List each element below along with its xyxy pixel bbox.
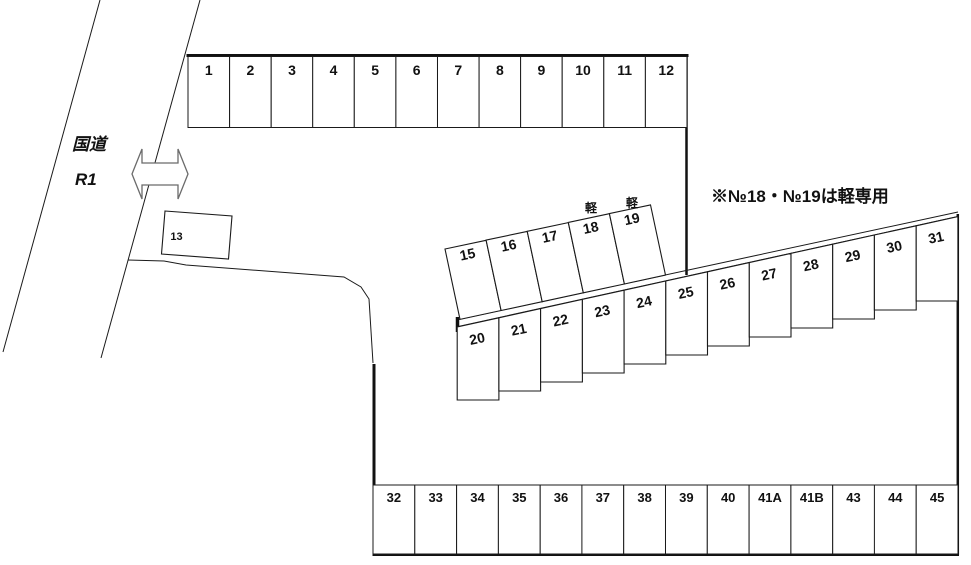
kei-mark-space-19: 軽 bbox=[626, 195, 639, 210]
space-12-label: 12 bbox=[658, 62, 674, 78]
space-33 bbox=[414, 484, 458, 555]
space-40 bbox=[706, 484, 750, 555]
space-28 bbox=[790, 243, 834, 329]
boundary-polyline bbox=[127, 259, 374, 364]
space-18-label: 18 bbox=[581, 218, 600, 237]
space-4 bbox=[312, 56, 355, 128]
space-44-label: 44 bbox=[888, 490, 903, 505]
upper-diagonal-row: 15 16 17 18 19 軽 軽 bbox=[444, 195, 667, 321]
space-38-label: 38 bbox=[637, 490, 651, 505]
space-19-label: 19 bbox=[623, 209, 642, 228]
space-29 bbox=[832, 234, 875, 320]
space-20 bbox=[456, 317, 500, 401]
space-39 bbox=[665, 484, 708, 555]
space-19 bbox=[608, 204, 667, 285]
space-44 bbox=[873, 484, 917, 555]
space-5-label: 5 bbox=[371, 62, 379, 78]
two-way-arrow-icon bbox=[131, 148, 189, 200]
space-45-label: 45 bbox=[930, 490, 944, 505]
space-28-label: 28 bbox=[802, 255, 821, 274]
space-41A-label: 41A bbox=[758, 490, 782, 505]
space-35 bbox=[497, 484, 541, 555]
space-6-label: 6 bbox=[413, 62, 421, 78]
space-45 bbox=[915, 484, 959, 555]
space-31-label: 31 bbox=[927, 228, 946, 247]
space-11-label: 11 bbox=[617, 62, 632, 78]
space-27 bbox=[748, 252, 792, 338]
space-17-label: 17 bbox=[540, 227, 559, 246]
space-13-group: 13 bbox=[160, 210, 233, 260]
space-2-label: 2 bbox=[247, 62, 255, 78]
top-row: 1 2 3 4 5 6 7 8 9 10 11 12 bbox=[187, 56, 688, 128]
space-11 bbox=[603, 56, 646, 128]
space-2 bbox=[229, 56, 272, 128]
space-29-label: 29 bbox=[843, 246, 862, 265]
space-9 bbox=[520, 56, 563, 128]
space-33-label: 33 bbox=[428, 490, 442, 505]
space-15-label: 15 bbox=[458, 245, 477, 264]
space-20-label: 20 bbox=[468, 329, 487, 348]
space-7-label: 7 bbox=[454, 62, 462, 78]
space-26-label: 26 bbox=[718, 274, 737, 293]
space-24-label: 24 bbox=[635, 292, 654, 311]
space-35-label: 35 bbox=[512, 490, 526, 505]
space-30-label: 30 bbox=[885, 237, 904, 256]
space-9-label: 9 bbox=[538, 62, 546, 78]
space-37-label: 37 bbox=[596, 490, 610, 505]
space-23-label: 23 bbox=[593, 301, 612, 320]
kei-mark-space-18: 軽 bbox=[585, 200, 598, 215]
space-1 bbox=[187, 56, 231, 128]
space-10-label: 10 bbox=[575, 62, 591, 78]
space-30 bbox=[873, 225, 917, 311]
space-27-label: 27 bbox=[760, 265, 779, 284]
space-5 bbox=[353, 56, 397, 128]
space-40-label: 40 bbox=[721, 490, 735, 505]
space-31 bbox=[915, 215, 959, 302]
road-route-label: R1 bbox=[75, 170, 97, 189]
space-23 bbox=[581, 289, 625, 374]
space-25-label: 25 bbox=[676, 283, 695, 302]
space-41B-label: 41B bbox=[800, 490, 824, 505]
space-34-label: 34 bbox=[470, 490, 485, 505]
space-43-label: 43 bbox=[846, 490, 860, 505]
space-22-label: 22 bbox=[551, 311, 570, 330]
bottom-row: 32 33 34 35 36 37 38 39 40 41A 41B 43 44… bbox=[372, 484, 959, 555]
space-41B bbox=[790, 484, 834, 555]
lower-diagonal-row: 20 21 22 23 24 25 26 27 28 29 30 31 bbox=[456, 215, 959, 401]
space-39-label: 39 bbox=[679, 490, 693, 505]
road-name-label: 国道 bbox=[72, 135, 109, 154]
space-43 bbox=[832, 484, 875, 555]
space-1-label: 1 bbox=[205, 62, 213, 78]
space-38 bbox=[623, 484, 666, 555]
space-13-label: 13 bbox=[170, 231, 182, 243]
space-6 bbox=[395, 56, 438, 128]
space-37 bbox=[581, 484, 625, 555]
space-8-label: 8 bbox=[496, 62, 504, 78]
road: 国道 R1 bbox=[2, 0, 201, 359]
space-4-label: 4 bbox=[330, 62, 338, 78]
space-41A bbox=[748, 484, 792, 555]
kei-only-note: ※№18・№19は軽専用 bbox=[711, 186, 889, 206]
space-32-label: 32 bbox=[387, 490, 401, 505]
space-13 bbox=[160, 210, 233, 260]
space-21-label: 21 bbox=[509, 320, 528, 339]
space-22 bbox=[540, 298, 583, 383]
space-26 bbox=[706, 261, 750, 347]
space-3-label: 3 bbox=[288, 62, 296, 78]
space-25 bbox=[665, 271, 709, 356]
space-10 bbox=[561, 56, 605, 128]
space-36 bbox=[539, 484, 583, 555]
space-21 bbox=[498, 307, 542, 392]
space-7 bbox=[437, 56, 480, 128]
road-edge-left bbox=[2, 0, 101, 353]
space-34 bbox=[456, 484, 499, 555]
space-16-label: 16 bbox=[499, 236, 518, 255]
space-12 bbox=[644, 56, 688, 128]
space-36-label: 36 bbox=[554, 490, 568, 505]
space-24 bbox=[623, 280, 667, 365]
